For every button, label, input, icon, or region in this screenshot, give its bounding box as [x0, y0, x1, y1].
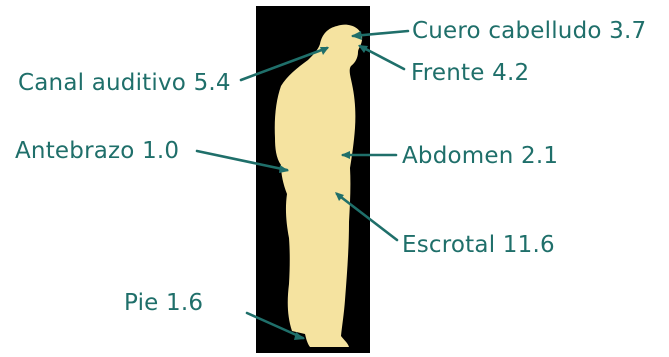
arrowhead-forehead [358, 45, 368, 53]
arrowhead-foot [294, 332, 305, 340]
arrowhead-ear-canal [320, 47, 329, 55]
label-scalp: Cuero cabelludo 3.7 [412, 18, 647, 44]
label-ear-canal: Canal auditivo 5.4 [18, 70, 231, 96]
leader-line-ear-canal [239, 46, 329, 82]
leader-line-foot [245, 311, 305, 340]
leader-lines [195, 29, 410, 340]
arrowhead-scalp [351, 31, 362, 40]
arrowhead-scrotum [335, 192, 344, 201]
leader-line-forearm [195, 149, 289, 172]
label-foot: Pie 1.6 [124, 290, 204, 316]
leader-line-scrotum [335, 192, 399, 242]
leader-line-forehead [358, 44, 406, 71]
arrowhead-forearm [279, 165, 289, 173]
label-forearm: Antebrazo 1.0 [15, 138, 180, 164]
arrowhead-abdomen [341, 151, 350, 159]
label-abdomen: Abdomen 2.1 [402, 143, 559, 169]
leader-line-scalp [351, 29, 410, 38]
label-scrotum: Escrotal 11.6 [402, 232, 555, 258]
label-forehead: Frente 4.2 [411, 60, 530, 86]
leader-arrowheads [279, 31, 368, 340]
human-silhouette [274, 24, 363, 347]
